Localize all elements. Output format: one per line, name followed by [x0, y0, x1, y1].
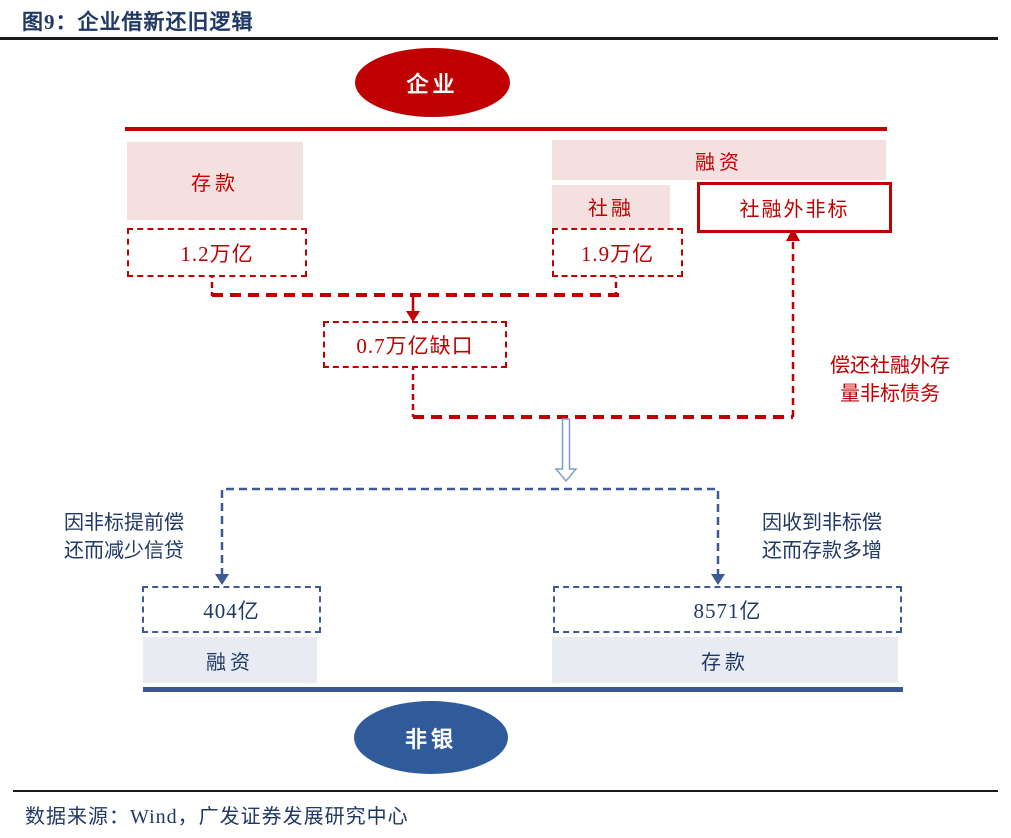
- nonbank-financing-label: 融资: [206, 651, 254, 674]
- social-financing-label: 社融: [588, 198, 634, 220]
- deposit-increase-annotation: 因收到非标偿 还而存款多增: [736, 509, 908, 565]
- repay-annotation-line1: 偿还社融外存: [830, 355, 950, 377]
- deposit-increase-line1: 因收到非标偿: [762, 512, 882, 534]
- enterprise-financing-box: 融资: [552, 140, 886, 180]
- nonbank-split-line: [220, 487, 720, 576]
- nonbank-deposit-box: 存款: [552, 637, 898, 683]
- funding-gap-box: 0.7万亿缺口: [323, 321, 507, 368]
- nonstandard-outside-box: 社融外非标: [697, 182, 892, 233]
- enterprise-financing-label: 融资: [695, 151, 743, 174]
- nonbank-financing-value: 404亿: [203, 598, 260, 623]
- credit-reduction-line2: 还而减少信贷: [64, 540, 184, 562]
- gap-arrowhead-icon: [406, 311, 420, 322]
- deposit-value-box: 1.2万亿: [127, 228, 307, 277]
- nonbank-label: 非银: [404, 726, 457, 752]
- social-financing-box: 社融: [552, 185, 670, 228]
- data-source: 数据来源：Wind，广发证券发展研究中心: [25, 806, 409, 828]
- repay-annotation-line2: 量非标债务: [840, 383, 940, 405]
- nonstandard-outside-label: 社融外非标: [739, 199, 850, 221]
- enterprise-baseline: [125, 127, 887, 131]
- nonbank-baseline: [143, 687, 903, 692]
- double-arrow-icon: [554, 418, 578, 483]
- nonbank-financing-value-box: 404亿: [142, 586, 321, 633]
- deposit-increase-line2: 还而存款多增: [762, 540, 882, 562]
- nonbank-right-arrowhead-icon: [711, 574, 725, 585]
- nonbank-node: 非银: [354, 701, 508, 774]
- credit-reduction-line1: 因非标提前偿: [64, 512, 184, 534]
- social-financing-value-box: 1.9万亿: [552, 228, 683, 277]
- nonbank-left-arrowhead-icon: [215, 574, 229, 585]
- credit-reduction-annotation: 因非标提前偿 还而减少信贷: [40, 509, 208, 565]
- enterprise-deposit-label: 存款: [191, 172, 239, 195]
- nonbank-deposit-label: 存款: [701, 651, 749, 674]
- repay-up-arrowhead-icon: [786, 228, 800, 241]
- deposit-value: 1.2万亿: [180, 241, 254, 266]
- repay-annotation: 偿还社融外存 量非标债务: [800, 352, 980, 408]
- social-financing-value: 1.9万亿: [580, 241, 655, 266]
- enterprise-label: 企业: [406, 71, 459, 97]
- nonbank-financing-box: 融资: [143, 637, 317, 683]
- funding-gap-value: 0.7万亿缺口: [356, 333, 474, 358]
- nonbank-deposit-value-box: 8571亿: [553, 586, 902, 633]
- footer-divider: [13, 790, 998, 792]
- header-divider: [0, 37, 998, 40]
- nonbank-deposit-value: 8571亿: [693, 598, 762, 623]
- figure-title: 图9：企业借新还旧逻辑: [22, 10, 254, 34]
- enterprise-deposit-box: 存款: [127, 142, 303, 220]
- enterprise-node: 企业: [355, 48, 510, 117]
